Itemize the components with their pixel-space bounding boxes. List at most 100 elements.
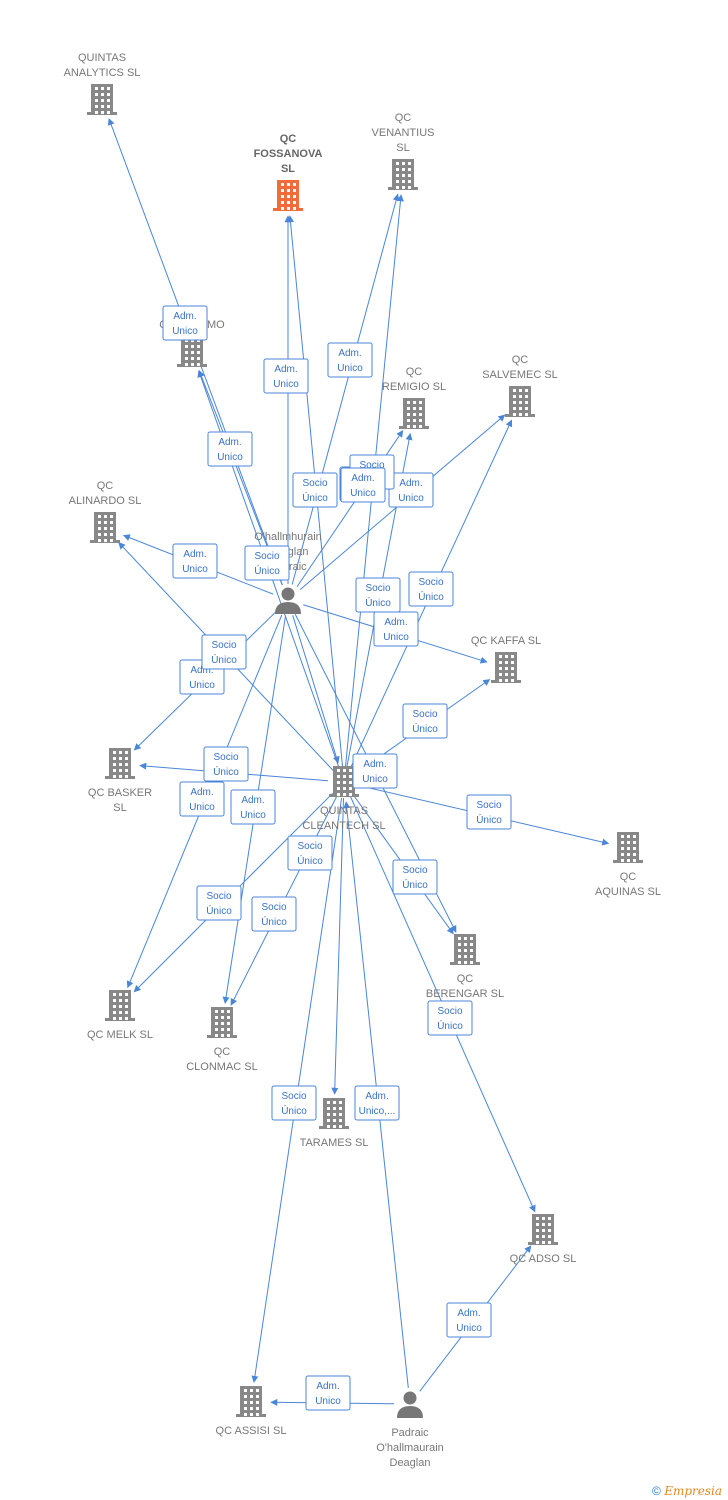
edge-label-box[interactable]: Adm. Unico (230, 789, 276, 825)
node-label: QC (406, 366, 423, 378)
edge-label-box[interactable]: Adm.Unico (172, 543, 218, 579)
building-icon (388, 159, 418, 190)
node-label: QC (280, 133, 297, 145)
node-qc-melk[interactable]: QC MELK SL (87, 990, 153, 1041)
edge-label-text: Adm. (274, 364, 297, 375)
edge-label-text: Unico (350, 488, 376, 499)
edge-label-text: Adm. (384, 617, 407, 628)
edge-label-box[interactable]: Adm.Unico (162, 305, 208, 341)
edge-label-text: Adm. (399, 478, 422, 489)
building-icon (87, 84, 117, 115)
person-icon (275, 587, 301, 614)
edge-labels-layer: Adm.UnicoAdm.UnicoAdm.UnicoAdm.UnicoAdm.… (162, 305, 512, 1411)
building-icon (329, 766, 359, 797)
edge-label-box[interactable]: Adm.Unico (207, 431, 253, 467)
node-qc-adso[interactable]: QC ADSO SL (510, 1214, 577, 1265)
node-label: TARAMES SL (300, 1137, 369, 1149)
node-label: BERENGAR SL (426, 988, 504, 1000)
node-tarames[interactable]: TARAMES SL (300, 1098, 369, 1149)
edge-label-text: Socio (476, 800, 501, 811)
edge-label-text: Único (402, 878, 428, 891)
edge-label-text: Adm. (173, 311, 196, 322)
node-label: QC BASKER (88, 787, 152, 799)
edge-label-box[interactable]: Adm. Unico (305, 1375, 351, 1411)
building-icon (450, 934, 480, 965)
edge-label-box[interactable]: Adm.Unico,... (354, 1085, 400, 1121)
edge-label-box[interactable]: Adm. Unico (352, 753, 398, 789)
building-icon (491, 652, 521, 683)
edge-label-text: Adm. (241, 795, 264, 806)
node-label: QC KAFFA SL (471, 635, 541, 647)
edge-label-box[interactable]: Adm.Unico (340, 467, 386, 503)
edge-label-text: Adm. (316, 1381, 339, 1392)
node-qc-assisi[interactable]: QC ASSISI SL (216, 1386, 287, 1437)
edge-label-text: Adm. (190, 665, 213, 676)
edge-label-text: Único (254, 564, 280, 577)
edge-quintas-cleantech-to-tarames (331, 797, 345, 1095)
edge-label-text: Socio (254, 551, 279, 562)
edge-label-text: Unico (383, 632, 409, 643)
edge-label-text: Único (365, 596, 391, 609)
edge-ohallmhurain-to-qc-venantius (291, 193, 400, 585)
node-label: CLEANTECH SL (302, 820, 385, 832)
edge-label-text: Socio (418, 577, 443, 588)
edge-label-box[interactable]: Adm.Unico (179, 781, 225, 817)
edge-label-text: Único (281, 1104, 307, 1117)
node-label: CLONMAC SL (186, 1061, 258, 1073)
node-label: O'hallmaurain (376, 1442, 444, 1454)
edge-label-text: Unico (398, 493, 424, 504)
node-label: SL (396, 142, 409, 154)
footer-brand[interactable]: © Empresia (652, 1484, 722, 1498)
node-label: QUINTAS (78, 52, 126, 64)
edge-label-box[interactable]: Adm.Unico (263, 358, 309, 394)
edge-label-box[interactable]: Adm. Unico (388, 472, 434, 508)
node-qc-kaffa[interactable]: QC KAFFA SL (471, 635, 541, 683)
edge-label-box[interactable]: Adm.Unico (327, 342, 373, 378)
edge-label-text: Socio (211, 640, 236, 651)
edge-label-text: Adm. (363, 759, 386, 770)
edge-label-text: Único (261, 915, 287, 928)
edge-label-text: Adm. (338, 348, 361, 359)
edge-label-box[interactable]: Adm. Unico (373, 611, 419, 647)
brand-logo: Empresia (664, 1484, 722, 1498)
edge-label-text: Socio (402, 865, 427, 876)
node-label: ALINARDO SL (69, 495, 142, 507)
building-icon (505, 386, 535, 417)
edge-label-box[interactable]: Adm.Unico (446, 1302, 492, 1338)
edge-label-text: Único (213, 765, 239, 778)
edge-label-text: Unico (240, 810, 266, 821)
edge-label-text: Socio (359, 460, 384, 471)
edge-label-text: Socio (437, 1006, 462, 1017)
node-label: QC ADSO SL (510, 1253, 577, 1265)
edge-label-text: Unico (315, 1396, 341, 1407)
edge-label-text: Único (412, 722, 438, 735)
edge-label-text: Unico (362, 774, 388, 785)
edge-label-text: Adm. (183, 549, 206, 560)
